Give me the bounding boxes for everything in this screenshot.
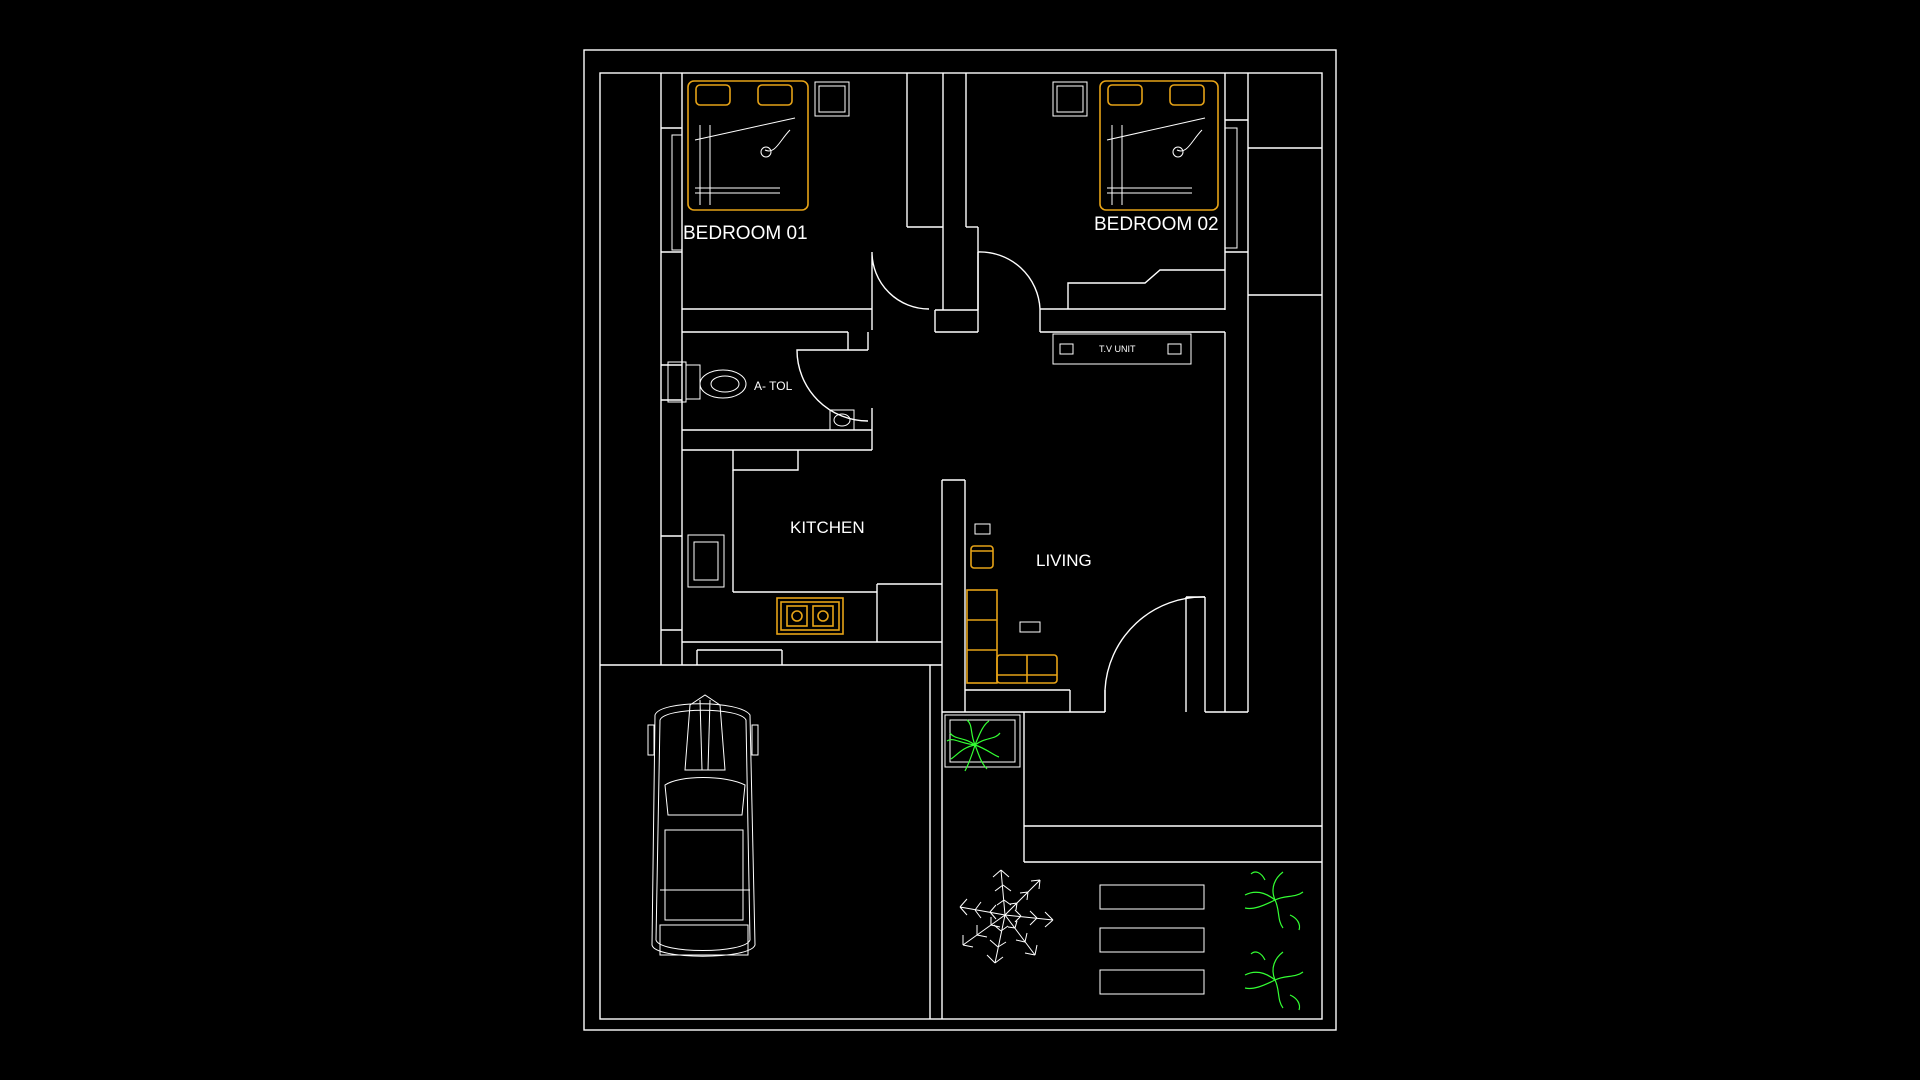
kitchen-sink [687,534,725,588]
stepping-stones [1099,884,1205,995]
room-label-bedroom-01: BEDROOM 01 [683,223,808,244]
room-label-kitchen: KITCHEN [790,518,865,537]
windows [671,81,1238,251]
room-label-toilet: A- TOL [754,379,793,393]
plant-icon [946,719,1001,772]
palm-tree-icon [959,869,1054,964]
car-icon [647,694,759,957]
sofa-icon [966,523,1058,684]
bed-icon [1099,80,1219,211]
tv-unit-label: T.V UNIT [1099,344,1136,354]
toilet-icon [667,361,747,403]
room-label-living: LIVING [1036,551,1092,570]
tv-unit [1052,333,1192,365]
building-walls [600,73,1322,1019]
room-label-bedroom-02: BEDROOM 02 [1094,214,1219,235]
plot-boundary [583,49,1337,1031]
plant-icon [1244,951,1304,1011]
stove-icon [776,597,844,635]
doors [796,251,1206,712]
bed-icon [687,80,809,211]
plant-icon [1244,871,1304,931]
wash-basin-icon [829,409,855,431]
